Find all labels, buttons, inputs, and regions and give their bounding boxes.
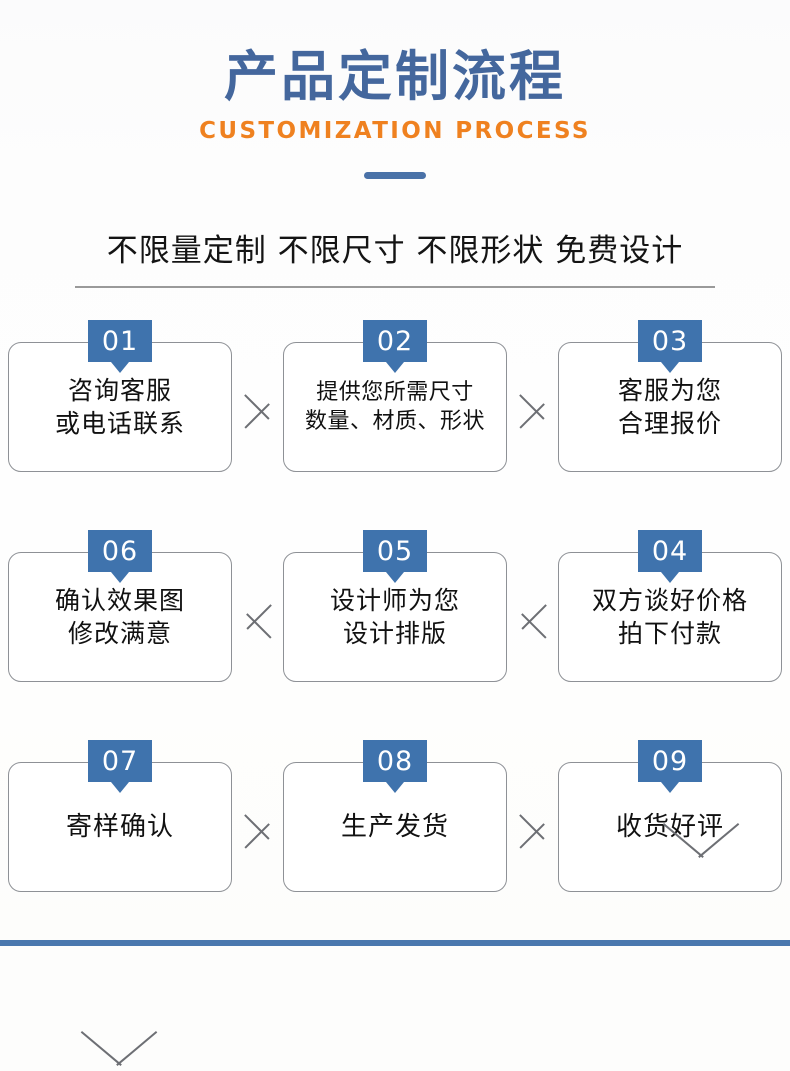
process-step-slot: 01 咨询客服 或电话联系 — [8, 320, 232, 473]
chevron-left-icon — [243, 588, 273, 654]
card-text-line: 确认效果图 — [54, 586, 185, 616]
arrow-down-row1-to-row2-icon — [664, 821, 738, 863]
step-number: 08 — [376, 745, 414, 777]
page-title: 产品定制流程 — [224, 45, 566, 108]
card-text-line: 或电话联系 — [54, 409, 185, 439]
step-badge-04: 04 — [638, 530, 702, 573]
step-badge-09: 09 — [638, 740, 702, 783]
process-row-3: 07 寄样确认 08 生产发货 09 — [8, 740, 782, 893]
page-subtitle-english: CUSTOMIZATION PROCESS — [199, 118, 591, 145]
process-step-slot: 06 确认效果图 修改满意 — [8, 530, 232, 683]
step-badge-01: 01 — [88, 320, 152, 363]
process-row-2: 06 确认效果图 修改满意 05 设计师为您 设计排版 — [8, 530, 782, 683]
process-step-slot: 08 生产发货 — [283, 740, 507, 893]
card-text-line: 拍下付款 — [617, 619, 722, 649]
card-text-line: 寄样确认 — [65, 811, 174, 842]
process-step-slot: 03 客服为您 合理报价 — [558, 320, 782, 473]
step-badge-03: 03 — [638, 320, 702, 363]
chevron-right-icon — [243, 798, 273, 864]
page-header: 产品定制流程 CUSTOMIZATION PROCESS — [0, 0, 790, 180]
card-text-line: 提供您所需尺寸 — [316, 380, 474, 406]
process-card-02[interactable]: 02 提供您所需尺寸 数量、材质、形状 — [283, 320, 507, 473]
process-card-05[interactable]: 05 设计师为您 设计排版 — [283, 530, 507, 683]
chevron-left-icon — [518, 588, 548, 654]
card-text-line: 客服为您 — [617, 376, 722, 406]
card-text-line: 双方谈好价格 — [591, 586, 748, 616]
process-step-slot: 02 提供您所需尺寸 数量、材质、形状 — [283, 320, 507, 473]
step-badge-07: 07 — [88, 740, 152, 783]
process-card-08[interactable]: 08 生产发货 — [283, 740, 507, 893]
card-text-line: 修改满意 — [67, 619, 172, 649]
step-number: 09 — [651, 745, 689, 777]
process-step-slot: 09 收货好评 — [558, 740, 782, 893]
step-number: 01 — [101, 325, 139, 357]
card-text-line: 生产发货 — [340, 811, 449, 842]
step-number: 04 — [651, 535, 689, 567]
process-card-03[interactable]: 03 客服为您 合理报价 — [558, 320, 782, 473]
process-card-04[interactable]: 04 双方谈好价格 拍下付款 — [558, 530, 782, 683]
card-text-line: 设计排版 — [342, 619, 447, 649]
chevron-right-icon — [518, 378, 548, 444]
step-number: 02 — [376, 325, 414, 357]
card-text-line: 数量、材质、形状 — [304, 409, 485, 435]
step-badge-08: 08 — [363, 740, 427, 783]
chevron-right-icon — [518, 798, 548, 864]
process-step-slot: 05 设计师为您 设计排版 — [283, 530, 507, 683]
customization-process-page: 产品定制流程 CUSTOMIZATION PROCESS 不限量定制 不限尺寸 … — [0, 0, 790, 946]
process-flow: 01 咨询客服 或电话联系 02 提供您所需尺寸 数量、材质、形状 — [0, 320, 790, 893]
step-number: 06 — [101, 535, 139, 567]
title-underline-rule — [364, 172, 426, 180]
step-badge-02: 02 — [363, 320, 427, 363]
process-step-slot: 04 双方谈好价格 拍下付款 — [558, 530, 782, 683]
slogan-text: 不限量定制 不限尺寸 不限形状 免费设计 — [106, 233, 684, 270]
card-text-line: 设计师为您 — [329, 586, 460, 616]
bottom-accent-bar — [0, 940, 790, 946]
step-number: 07 — [101, 745, 139, 777]
process-card-07[interactable]: 07 寄样确认 — [8, 740, 232, 893]
slogan-divider — [75, 286, 715, 289]
chevron-right-icon — [243, 378, 273, 444]
arrow-down-row2-to-row3-icon — [82, 1029, 156, 1071]
card-text-line: 咨询客服 — [67, 376, 172, 406]
step-number: 03 — [651, 325, 689, 357]
process-card-06[interactable]: 06 确认效果图 修改满意 — [8, 530, 232, 683]
step-badge-06: 06 — [88, 530, 152, 573]
process-row-1: 01 咨询客服 或电话联系 02 提供您所需尺寸 数量、材质、形状 — [8, 320, 782, 473]
card-text-line: 合理报价 — [617, 409, 722, 439]
process-card-01[interactable]: 01 咨询客服 或电话联系 — [8, 320, 232, 473]
step-badge-05: 05 — [363, 530, 427, 573]
process-card-09[interactable]: 09 收货好评 — [558, 740, 782, 893]
process-step-slot: 07 寄样确认 — [8, 740, 232, 893]
step-number: 05 — [376, 535, 414, 567]
slogan-section: 不限量定制 不限尺寸 不限形状 免费设计 — [0, 225, 790, 289]
